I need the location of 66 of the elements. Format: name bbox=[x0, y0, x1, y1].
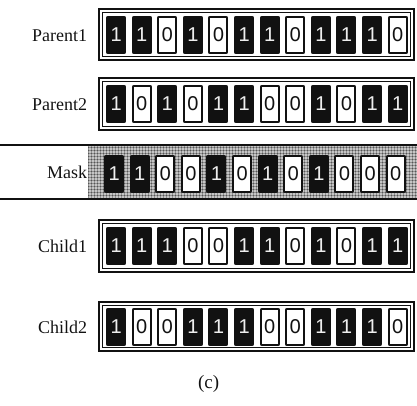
bit-tile: 0 bbox=[182, 227, 203, 265]
bit-tile: 0 bbox=[386, 155, 406, 193]
bit-tile: 0 bbox=[157, 16, 178, 54]
bit-tile: 0 bbox=[132, 308, 152, 346]
bit-tile: 0 bbox=[360, 155, 380, 193]
row-label: Child2 bbox=[38, 316, 87, 338]
bit-tile: 0 bbox=[182, 85, 203, 123]
bit-tile: 0 bbox=[388, 308, 408, 346]
bit-tile: 1 bbox=[362, 16, 382, 54]
bit-tile: 1 bbox=[362, 85, 382, 123]
figure-caption: (c) bbox=[198, 372, 220, 393]
bit-tile: 1 bbox=[208, 85, 228, 123]
bit-tile: 1 bbox=[234, 308, 254, 346]
bit-tile: 1 bbox=[234, 85, 254, 123]
bit-tile: 1 bbox=[130, 155, 150, 193]
row-label: Parent2 bbox=[32, 93, 87, 115]
bit-tile: 1 bbox=[106, 16, 126, 54]
bit-tile: 1 bbox=[208, 308, 228, 346]
bit-tile: 0 bbox=[260, 85, 280, 123]
bit-tile: 0 bbox=[208, 16, 228, 54]
bit-tile: 0 bbox=[285, 16, 306, 54]
bit-tile: 1 bbox=[310, 308, 331, 346]
row-label: Child1 bbox=[38, 235, 87, 257]
bit-tile: 0 bbox=[155, 155, 176, 193]
bit-tile: 1 bbox=[260, 227, 280, 265]
bit-tile: 1 bbox=[104, 155, 124, 193]
bit-tile: 0 bbox=[132, 85, 152, 123]
bit-tile: 0 bbox=[285, 308, 306, 346]
bit-tile: 1 bbox=[388, 85, 408, 123]
bit-tile: 1 bbox=[336, 308, 356, 346]
bit-tile: 1 bbox=[310, 227, 331, 265]
bit-tile: 1 bbox=[336, 16, 356, 54]
bit-tile: 1 bbox=[310, 85, 331, 123]
bit-tile: 0 bbox=[336, 227, 356, 265]
bit-tile: 1 bbox=[362, 227, 382, 265]
bit-tile: 1 bbox=[132, 227, 152, 265]
bit-tile: 1 bbox=[310, 16, 331, 54]
bit-tile: 1 bbox=[388, 227, 408, 265]
bit-tile: 1 bbox=[106, 227, 126, 265]
bit-tile: 1 bbox=[157, 85, 178, 123]
bit-tile: 1 bbox=[157, 227, 178, 265]
bit-tile: 1 bbox=[106, 308, 126, 346]
bit-tile: 0 bbox=[157, 308, 178, 346]
bit-tile: 0 bbox=[285, 85, 306, 123]
bit-tile: 0 bbox=[285, 227, 306, 265]
row-label: Mask bbox=[47, 161, 87, 183]
row-label: Parent1 bbox=[32, 24, 87, 46]
bit-tile: 1 bbox=[182, 16, 203, 54]
bit-tile: 0 bbox=[208, 227, 228, 265]
bit-tile: 0 bbox=[232, 155, 252, 193]
bit-tile: 0 bbox=[388, 16, 408, 54]
bit-tile: 1 bbox=[260, 16, 280, 54]
bit-tile: 0 bbox=[260, 308, 280, 346]
bit-tile: 1 bbox=[106, 85, 126, 123]
bit-tile: 0 bbox=[336, 85, 356, 123]
bit-tile: 1 bbox=[206, 155, 226, 193]
bit-tile: 1 bbox=[308, 155, 329, 193]
bit-tile: 1 bbox=[132, 16, 152, 54]
bit-tile: 0 bbox=[334, 155, 354, 193]
bit-tile: 1 bbox=[258, 155, 278, 193]
bit-tile: 1 bbox=[234, 227, 254, 265]
bit-tile: 1 bbox=[234, 16, 254, 54]
bit-tile: 0 bbox=[180, 155, 201, 193]
bit-tile: 1 bbox=[362, 308, 382, 346]
bit-tile: 1 bbox=[182, 308, 203, 346]
bit-tile: 0 bbox=[283, 155, 304, 193]
